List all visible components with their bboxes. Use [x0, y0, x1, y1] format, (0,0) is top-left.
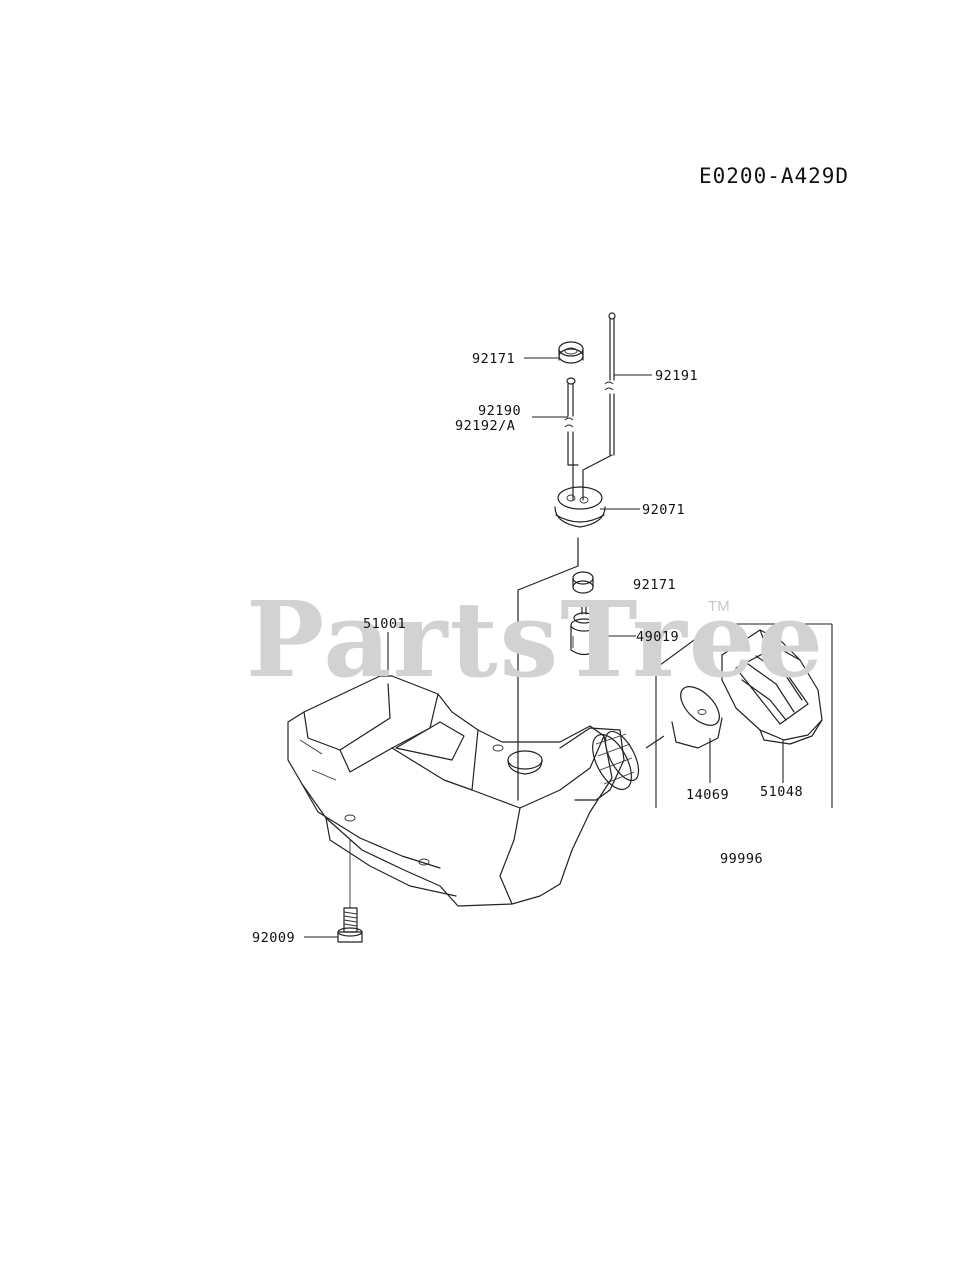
part-label-92171-lower[interactable]: 92171	[633, 577, 677, 593]
fuel-tube-92190	[564, 377, 579, 501]
cover-51048	[721, 629, 823, 745]
fuel-cap-14069	[671, 686, 723, 749]
bolt-92009	[337, 840, 363, 943]
kit-bracket-99996	[645, 623, 833, 808]
part-label-49019[interactable]: 49019	[636, 629, 680, 645]
part-label-92192a[interactable]: 92192/A	[455, 418, 516, 434]
part-label-92190[interactable]: 92190	[478, 403, 522, 419]
part-label-99996[interactable]: 99996	[720, 851, 764, 867]
fuel-tank-51001	[287, 675, 640, 907]
part-label-51001[interactable]: 51001	[363, 616, 407, 632]
grommet-92171-top	[558, 341, 584, 364]
fuel-line-to-tank	[517, 537, 579, 801]
part-label-92191[interactable]: 92191	[655, 368, 699, 384]
part-label-51048[interactable]: 51048	[760, 784, 804, 800]
leader-lines	[304, 357, 784, 938]
diagram-code: E0200-A429D	[699, 164, 850, 188]
fuel-filter-49019	[570, 601, 598, 656]
grommet-92071	[554, 486, 606, 528]
watermark: PartsTree	[246, 578, 826, 701]
watermark-trademark: TM	[708, 598, 730, 615]
part-label-14069[interactable]: 14069	[686, 787, 730, 803]
part-label-92071[interactable]: 92071	[642, 502, 686, 518]
part-label-92009[interactable]: 92009	[252, 930, 296, 946]
part-label-92171-top[interactable]: 92171	[472, 351, 516, 367]
grommet-92171-lower	[572, 571, 594, 594]
fuel-tube-92191	[582, 312, 616, 501]
